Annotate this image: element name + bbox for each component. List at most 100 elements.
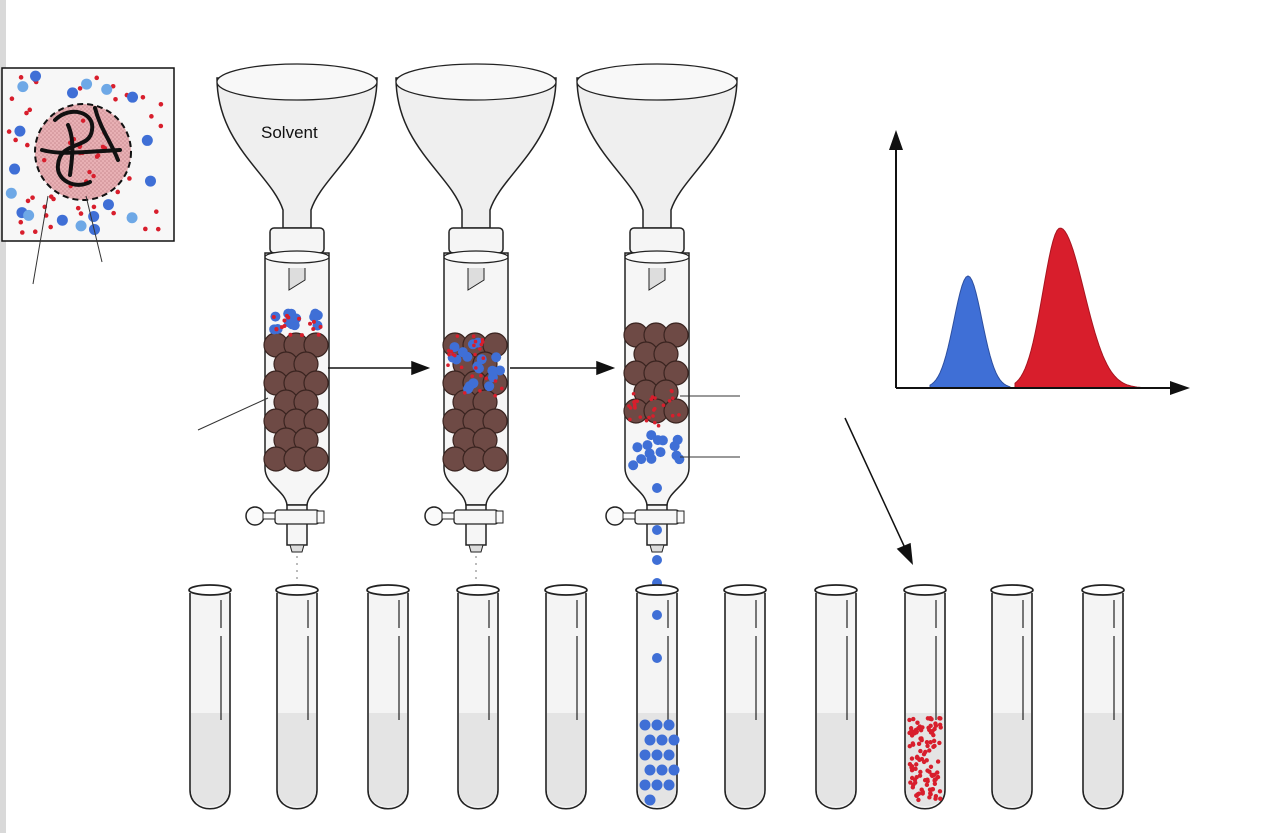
x-axis-arrow xyxy=(1170,381,1190,395)
small-molecule xyxy=(80,118,86,123)
small-molecule xyxy=(628,406,633,410)
small-molecule xyxy=(916,797,921,803)
small-molecule xyxy=(75,205,81,211)
small-molecule xyxy=(311,326,316,331)
large-molecule xyxy=(639,749,651,761)
small-molecule xyxy=(18,219,24,225)
large-molecule xyxy=(663,719,675,731)
small-molecule xyxy=(924,758,929,763)
small-molecule xyxy=(91,173,96,179)
small-molecule xyxy=(24,110,29,116)
small-molecule xyxy=(311,319,316,324)
small-molecule xyxy=(48,224,53,230)
inlet-tip xyxy=(288,268,306,291)
large-molecule xyxy=(491,352,502,363)
small-molecule xyxy=(480,337,485,342)
tube-9 xyxy=(903,584,947,810)
tube-2 xyxy=(275,584,319,810)
small-molecule xyxy=(100,144,106,150)
stopcock-body xyxy=(274,509,320,525)
tube-liquid xyxy=(726,713,764,807)
small-molecule xyxy=(140,94,146,100)
small-molecule xyxy=(644,418,649,423)
tube-5 xyxy=(544,584,588,810)
stopcock-shaft xyxy=(441,512,455,520)
small-molecule xyxy=(308,321,313,326)
tube-liquid xyxy=(278,713,316,807)
small-molecule xyxy=(479,342,484,347)
tube-rim xyxy=(723,584,767,596)
small-molecule xyxy=(493,393,497,398)
large-molecule xyxy=(663,749,675,761)
small-molecule xyxy=(907,717,912,723)
small-molecule xyxy=(933,721,938,726)
small-molecule xyxy=(925,768,930,773)
small-molecule xyxy=(932,781,938,786)
small-molecule xyxy=(32,229,38,234)
small-molecule xyxy=(453,353,457,358)
large-molecule xyxy=(656,764,668,776)
small-molecule xyxy=(638,415,643,419)
small-molecule xyxy=(912,777,918,783)
stage-arrows xyxy=(328,360,913,566)
small-molecule xyxy=(647,415,651,420)
large-molecule xyxy=(126,212,138,224)
small-molecule xyxy=(935,774,941,780)
tube-10 xyxy=(990,584,1034,810)
large-molecule xyxy=(644,734,656,746)
column-top-rim xyxy=(624,250,690,264)
inlet-tip xyxy=(648,268,666,291)
small-molecule xyxy=(282,324,287,329)
stopcock-shaft xyxy=(262,512,276,520)
small-molecule-peak xyxy=(1014,227,1160,389)
small-molecule xyxy=(48,194,54,199)
pointer-line-left xyxy=(32,195,49,285)
small-molecule xyxy=(470,374,475,379)
stopcock-nub xyxy=(316,510,325,524)
small-molecule xyxy=(915,792,921,797)
small-molecule xyxy=(13,137,18,143)
tube-rim xyxy=(1081,584,1125,596)
small-molecule xyxy=(481,356,486,361)
small-molecule xyxy=(908,726,914,731)
small-molecule xyxy=(143,226,148,232)
column-2 xyxy=(395,63,557,590)
small-molecule xyxy=(113,96,118,102)
large-molecule xyxy=(671,450,682,461)
stopcock-handle xyxy=(424,506,444,526)
small-molecule xyxy=(656,423,661,428)
large-molecule xyxy=(642,440,653,451)
tube-1 xyxy=(188,584,232,810)
small-molecule xyxy=(628,417,632,422)
small-molecule xyxy=(316,332,321,337)
gel-bead xyxy=(663,398,689,424)
arrow-2-head xyxy=(596,360,616,376)
small-molecule xyxy=(479,373,483,378)
tube-liquid xyxy=(817,713,855,807)
large-molecule-drop xyxy=(652,525,662,535)
small-molecule xyxy=(42,157,47,163)
small-molecule xyxy=(928,723,933,729)
tube-liquid xyxy=(993,713,1031,807)
small-molecule xyxy=(931,744,936,749)
small-molecule xyxy=(20,230,25,235)
small-molecule xyxy=(937,722,943,728)
small-molecule xyxy=(95,153,101,158)
y-axis-arrow xyxy=(889,130,903,150)
large-molecule xyxy=(487,365,498,376)
small-molecule xyxy=(920,791,925,796)
large-molecule xyxy=(23,209,35,221)
stopper xyxy=(269,227,325,254)
large-molecule xyxy=(495,365,506,376)
large-molecule xyxy=(102,199,114,211)
small-molecule xyxy=(916,741,922,747)
large-molecule xyxy=(144,175,156,187)
large-molecule xyxy=(81,78,93,90)
small-molecule xyxy=(924,740,930,745)
small-molecule xyxy=(78,211,84,216)
small-molecule xyxy=(459,365,464,370)
small-molecule xyxy=(925,777,930,782)
small-molecule xyxy=(455,334,460,338)
small-molecule xyxy=(449,349,453,354)
small-molecule xyxy=(914,755,920,760)
